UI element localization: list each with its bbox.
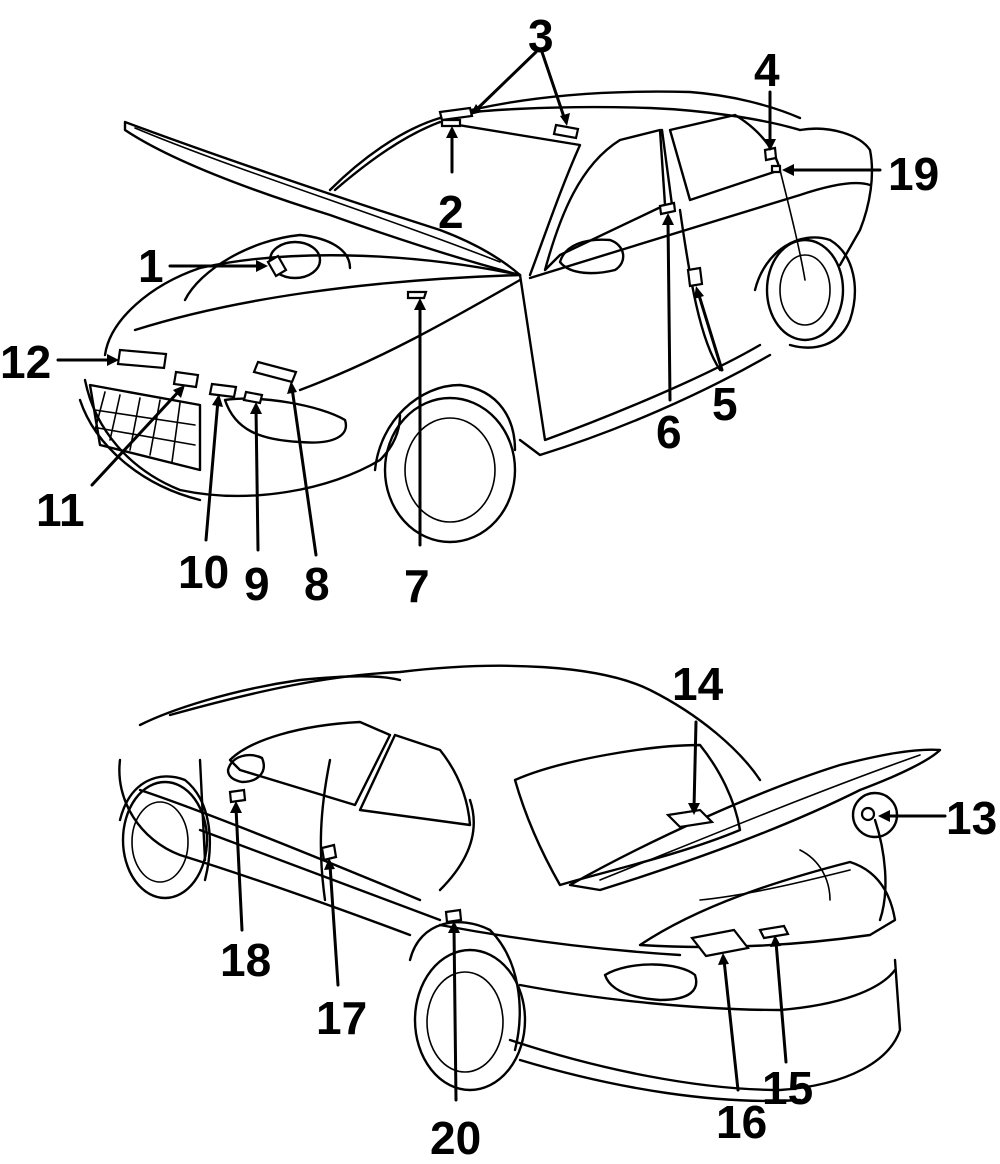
callout-13: 13 xyxy=(946,792,997,844)
windshield xyxy=(333,120,582,277)
label-part-3b xyxy=(552,123,580,140)
callout-1: 1 xyxy=(138,240,164,292)
callout-11: 11 xyxy=(36,484,85,536)
rear-bumper xyxy=(508,958,902,1092)
callout-19: 19 xyxy=(888,148,939,200)
label-part-14 xyxy=(665,808,715,829)
label-part-5 xyxy=(686,266,704,288)
callout-14: 14 xyxy=(672,658,724,710)
callout-6: 6 xyxy=(656,406,682,458)
label-part-12 xyxy=(116,348,168,370)
front-door-window xyxy=(543,128,667,272)
rear-wheel xyxy=(765,238,845,342)
rear-door-window xyxy=(668,113,782,202)
label-part-20 xyxy=(444,908,463,924)
label-part-3a xyxy=(438,106,474,122)
rear-window xyxy=(513,743,742,887)
label-part-19 xyxy=(770,164,782,174)
callout-15: 15 xyxy=(762,1062,813,1114)
callout-17: 17 xyxy=(316,992,367,1044)
rear-leader-lines xyxy=(230,720,947,1102)
label-part-6 xyxy=(658,201,677,216)
side-mirror-rear-view xyxy=(226,754,265,784)
callout-12: 12 xyxy=(0,336,51,388)
label-part-11 xyxy=(172,370,200,389)
front-leader-lines xyxy=(56,50,882,557)
callout-7: 7 xyxy=(404,560,430,612)
label-part-18 xyxy=(228,788,247,804)
label-part-4 xyxy=(763,146,778,162)
front-bumper xyxy=(83,378,402,498)
callout-5: 5 xyxy=(712,378,738,430)
label-part-15 xyxy=(758,924,790,940)
headlamp xyxy=(223,397,348,444)
car-front-view xyxy=(78,90,874,544)
callout-numbers: 1 2 3 4 5 6 7 8 9 10 11 12 19 13 14 15 1… xyxy=(0,10,997,1164)
label-part-10 xyxy=(208,382,238,399)
label-part-2 xyxy=(440,118,462,128)
callout-9: 9 xyxy=(244,558,270,610)
callout-18: 18 xyxy=(220,934,271,986)
tail-lamp xyxy=(603,963,698,1002)
callout-16: 16 xyxy=(716,1096,767,1148)
label-part-13 xyxy=(860,806,876,822)
callout-4: 4 xyxy=(754,44,780,96)
trunk-lid xyxy=(568,748,942,892)
front-wheel-rear-view xyxy=(121,780,209,900)
car-rear-view xyxy=(118,664,942,1103)
callout-20: 20 xyxy=(430,1112,481,1164)
side-mirror xyxy=(558,238,625,275)
label-part-17 xyxy=(320,843,338,862)
rear-wheel-rear-view xyxy=(413,948,527,1092)
label-part-16 xyxy=(690,928,750,958)
label-part-7 xyxy=(406,290,428,300)
callout-3: 3 xyxy=(528,10,554,62)
label-part-1 xyxy=(266,254,288,278)
rear-door-window-rear-view xyxy=(358,733,472,827)
label-part-8 xyxy=(252,360,298,384)
callout-8: 8 xyxy=(304,558,330,610)
front-wheel xyxy=(383,396,517,544)
front-door-window-rear-view xyxy=(228,720,392,807)
callout-2: 2 xyxy=(438,186,464,238)
label-part-9 xyxy=(242,390,264,405)
callout-10: 10 xyxy=(178,546,229,598)
